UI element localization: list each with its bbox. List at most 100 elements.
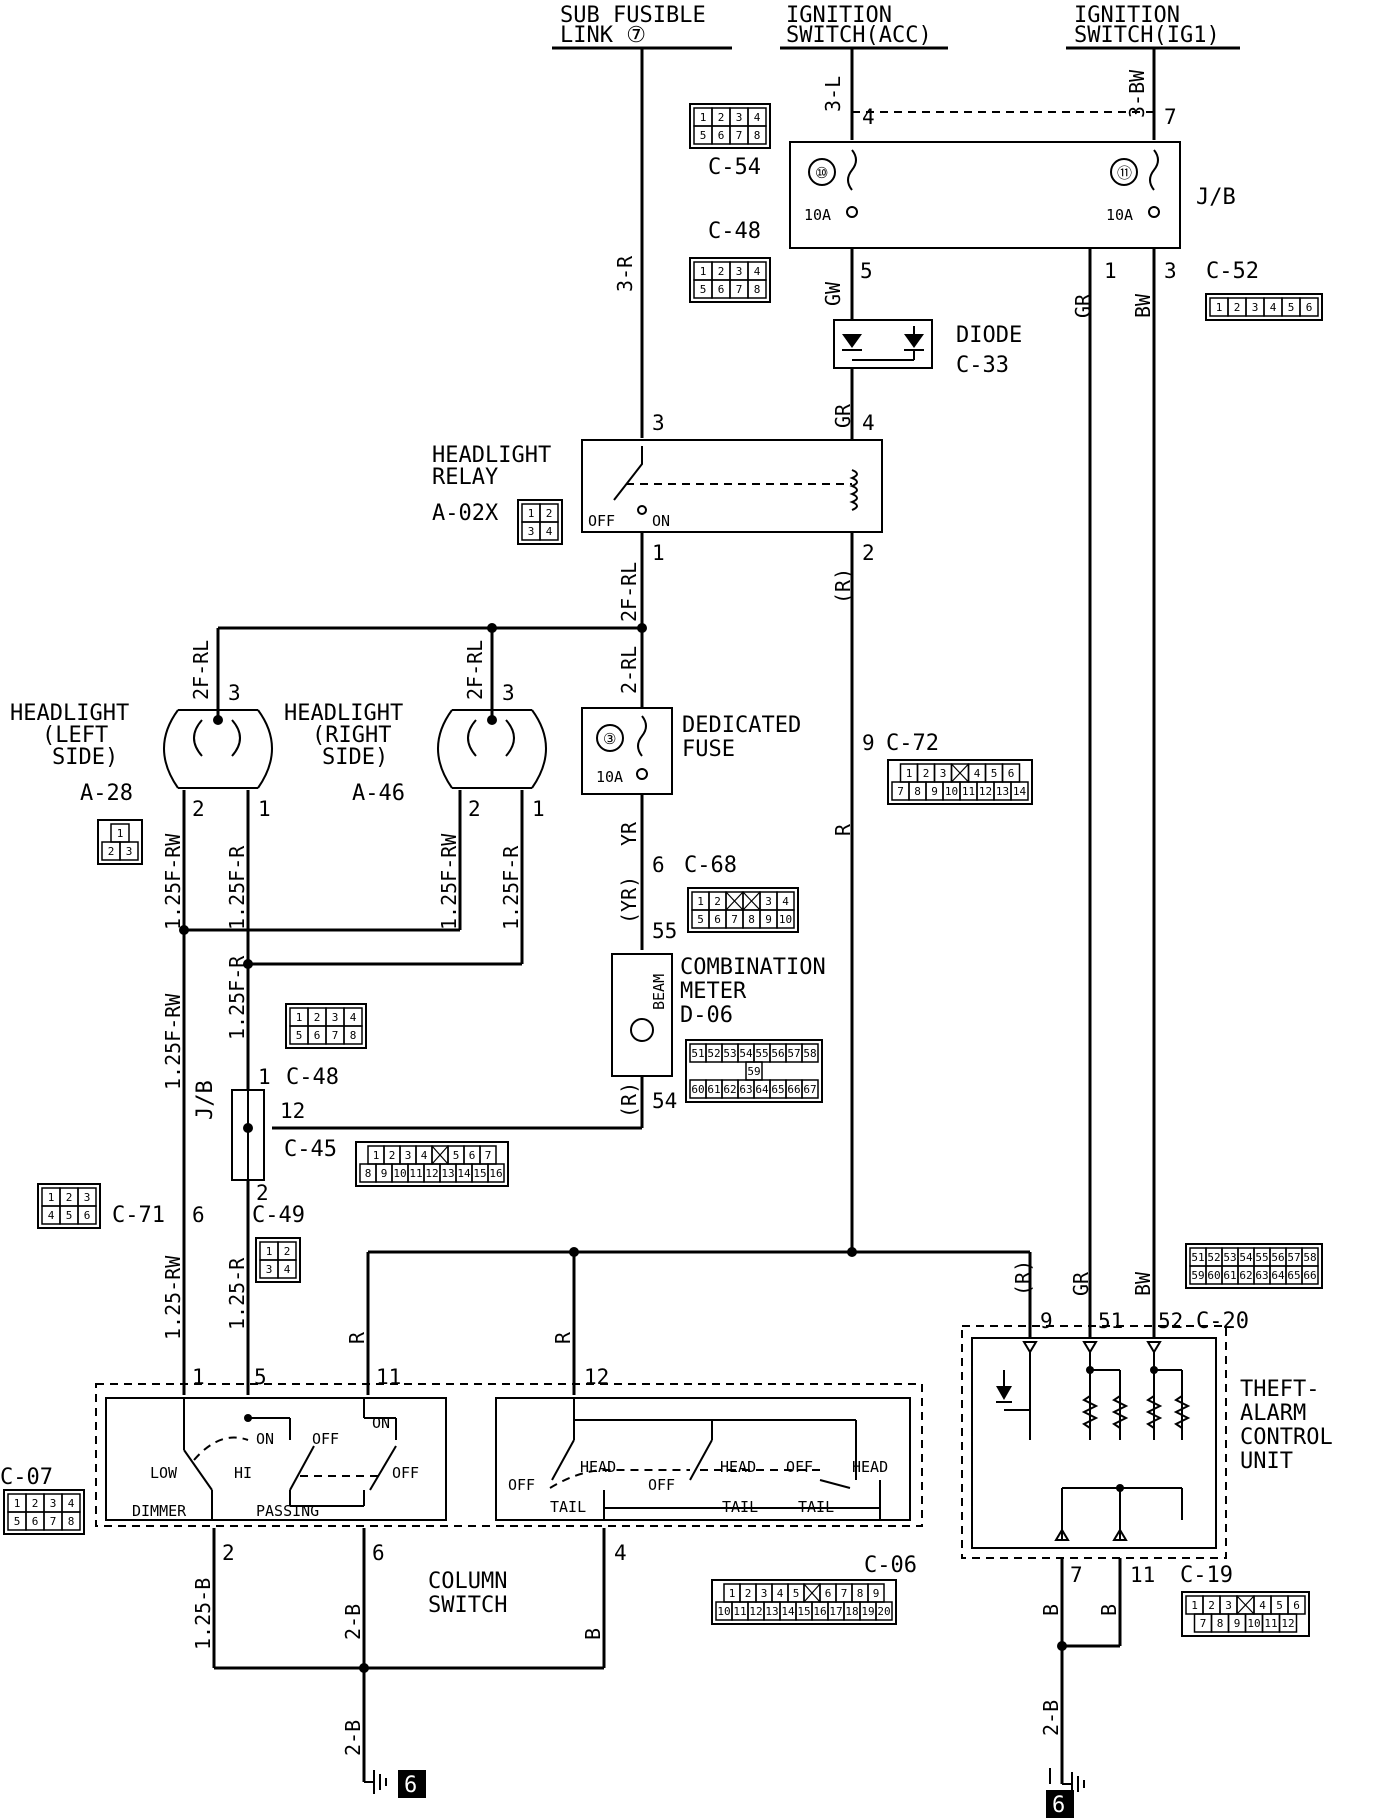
connector-pin-number: 2 bbox=[66, 1191, 73, 1204]
svg-text:TAIL: TAIL bbox=[798, 1498, 834, 1516]
connector-cavity bbox=[801, 1079, 819, 1099]
connector-pin-number: 7 bbox=[736, 129, 743, 142]
svg-text:R: R bbox=[831, 823, 855, 836]
svg-text:OFF: OFF bbox=[508, 1476, 535, 1494]
connector-pin-number: 5 bbox=[793, 1587, 800, 1600]
svg-text:10A: 10A bbox=[804, 206, 831, 224]
connector-pin-number: 4 bbox=[754, 111, 761, 124]
svg-text:2F-RL: 2F-RL bbox=[189, 640, 213, 700]
svg-text:FUSE: FUSE bbox=[682, 737, 735, 762]
connector-face-outline bbox=[3, 1489, 85, 1535]
source-ignition-ig1: IGNITION SWITCH(IG1) bbox=[1066, 3, 1240, 50]
connector-pin-number: 2 bbox=[284, 1245, 291, 1258]
connector-cavity bbox=[1278, 1613, 1298, 1633]
connector-a46: A-46 bbox=[352, 781, 405, 806]
svg-text:2: 2 bbox=[468, 797, 481, 821]
connector-pin-number: 10 bbox=[717, 1605, 730, 1618]
connector-pin-number: 7 bbox=[1200, 1617, 1207, 1630]
connector-pin-number: 1 bbox=[1191, 1599, 1198, 1612]
svg-text:2-B: 2-B bbox=[341, 1720, 365, 1756]
connector-pin-number: 7 bbox=[485, 1149, 492, 1162]
connector-pin-number: 4 bbox=[546, 525, 553, 538]
svg-text:9: 9 bbox=[862, 731, 875, 755]
connector-c19: C-19 bbox=[1180, 1563, 1233, 1588]
source-ignition-acc: IGNITION SWITCH(ACC) bbox=[780, 3, 948, 50]
connector-pin-number: 18 bbox=[845, 1605, 858, 1618]
svg-text:BEAM: BEAM bbox=[650, 974, 668, 1010]
ground-ref-left: 6 bbox=[404, 1773, 417, 1798]
connector-pin-number: 67 bbox=[803, 1083, 816, 1096]
svg-text:ON: ON bbox=[372, 1414, 390, 1432]
svg-text:4: 4 bbox=[862, 411, 875, 435]
svg-text:(R): (R) bbox=[1011, 1260, 1035, 1296]
connector-pin-number: 4 bbox=[1270, 301, 1277, 314]
connector-pin-number: 53 bbox=[1223, 1251, 1236, 1264]
connector-pin-number: 3 bbox=[736, 265, 743, 278]
connector-pin-number: 5 bbox=[991, 767, 998, 780]
svg-text:1.25F-R: 1.25F-R bbox=[499, 845, 523, 930]
svg-text:LINK ⑦: LINK ⑦ bbox=[560, 23, 646, 48]
connector-pin-number: 10 bbox=[1247, 1617, 1260, 1630]
connector-c07: C-07 bbox=[0, 1465, 53, 1490]
svg-text:7: 7 bbox=[1070, 1563, 1083, 1587]
svg-text:(YR): (YR) bbox=[617, 876, 641, 924]
connector-pin-number: 11 bbox=[409, 1167, 422, 1180]
connector-pin-number: 2 bbox=[923, 767, 930, 780]
svg-text:3: 3 bbox=[1164, 259, 1177, 283]
jb-label: J/B bbox=[1196, 185, 1236, 210]
connector-pin-number: 66 bbox=[1303, 1269, 1316, 1282]
svg-text:1.25-RW: 1.25-RW bbox=[161, 1255, 185, 1340]
connector-pin-number: 1 bbox=[14, 1497, 21, 1510]
svg-text:(LEFT: (LEFT bbox=[42, 723, 108, 748]
connector-pin-number: 9 bbox=[1234, 1617, 1241, 1630]
svg-text:GR: GR bbox=[1071, 293, 1095, 318]
connector-pin-number: 2 bbox=[718, 111, 725, 124]
connector-pin-number: 10 bbox=[945, 785, 958, 798]
connector-face-outline bbox=[37, 1183, 101, 1229]
connector-cavity-blank bbox=[742, 891, 761, 911]
connector-c52: C-52 bbox=[1206, 259, 1259, 284]
connector-pin-number: 8 bbox=[68, 1515, 75, 1528]
connector-cavity bbox=[776, 909, 795, 929]
connector-pin-number: 14 bbox=[457, 1167, 471, 1180]
connector-pin-number: 12 bbox=[749, 1605, 762, 1618]
connector-face-outline bbox=[255, 1237, 301, 1283]
svg-text:54: 54 bbox=[652, 1089, 677, 1113]
connector-pin-number: 56 bbox=[771, 1047, 784, 1060]
svg-text:TAIL: TAIL bbox=[550, 1498, 586, 1516]
svg-text:6: 6 bbox=[192, 1203, 205, 1227]
connector-pin-number: 1 bbox=[729, 1587, 736, 1600]
svg-text:4: 4 bbox=[614, 1541, 627, 1565]
connector-pin-number: 4 bbox=[48, 1209, 55, 1222]
connector-pin-number: 5 bbox=[700, 129, 707, 142]
svg-text:B: B bbox=[1039, 1604, 1063, 1616]
connector-pin-number: 51 bbox=[1191, 1251, 1204, 1264]
svg-text:55: 55 bbox=[652, 919, 677, 943]
svg-text:1.25F-R: 1.25F-R bbox=[225, 845, 249, 930]
connector-pin-number: 3 bbox=[126, 845, 133, 858]
svg-text:5: 5 bbox=[860, 259, 873, 283]
connector-pin-number: 3 bbox=[405, 1149, 412, 1162]
connector-pin-number: 2 bbox=[32, 1497, 39, 1510]
connector-cavity bbox=[77, 1205, 97, 1225]
svg-text:51: 51 bbox=[1098, 1309, 1123, 1333]
connector-pin-number: 6 bbox=[1293, 1599, 1300, 1612]
connector-pin-number: 8 bbox=[350, 1029, 357, 1042]
connector-pin-number: 1 bbox=[906, 767, 913, 780]
connector-pin-number: 14 bbox=[1013, 785, 1027, 798]
connector-pin-number: 1 bbox=[528, 507, 535, 520]
connector-pin-number: 60 bbox=[1207, 1269, 1220, 1282]
svg-text:3: 3 bbox=[502, 681, 515, 705]
connector-face-outline bbox=[689, 103, 771, 149]
svg-text:SWITCH(ACC): SWITCH(ACC) bbox=[786, 23, 932, 48]
connector-face-outline bbox=[285, 1003, 367, 1049]
svg-text:⑩: ⑩ bbox=[815, 164, 828, 182]
svg-text:DEDICATED: DEDICATED bbox=[682, 713, 801, 738]
svg-text:OFF: OFF bbox=[588, 512, 615, 530]
connector-face-outline bbox=[689, 257, 771, 303]
